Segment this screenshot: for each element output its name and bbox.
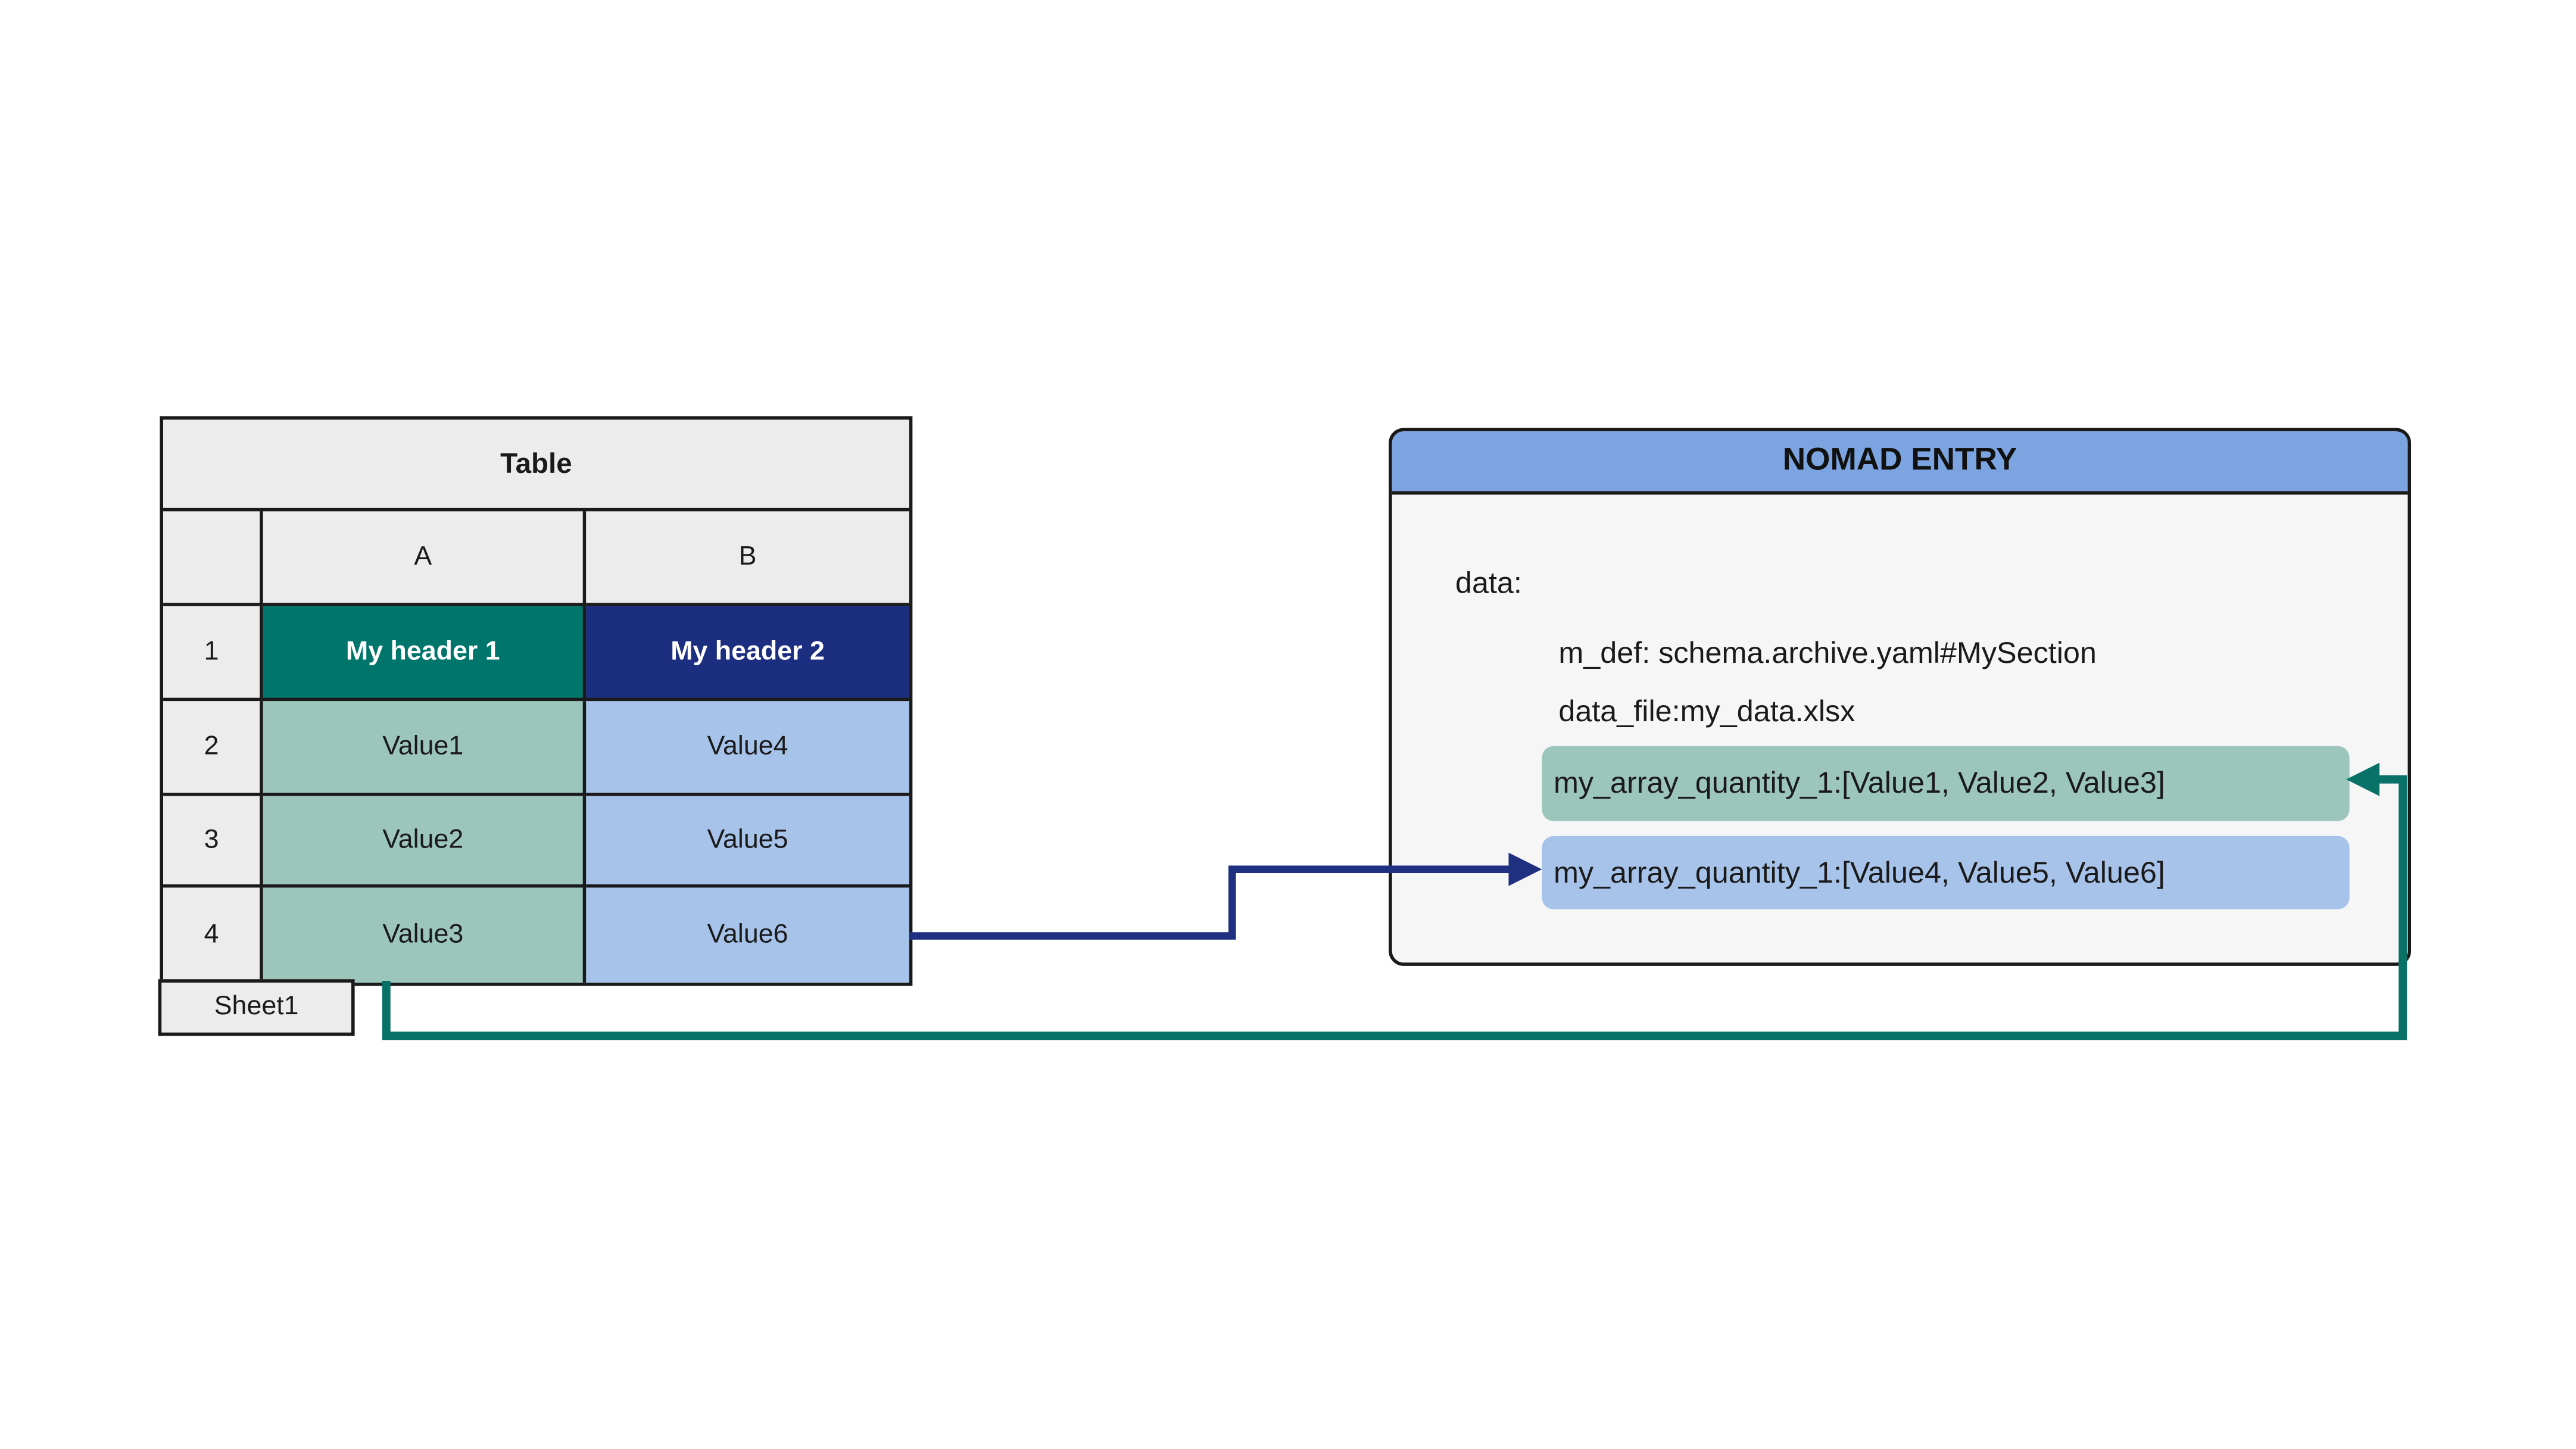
cell-my-header-2: My header 2 <box>586 606 909 702</box>
row-number: 2 <box>163 701 263 796</box>
row-number: 1 <box>163 606 263 702</box>
cell-value5: Value5 <box>586 796 909 888</box>
table-row: 3 Value2 Value5 <box>163 796 909 888</box>
table-title-row: Table <box>163 419 909 512</box>
spreadsheet-table: Table A B 1 My header 1 My header 2 2 Va… <box>160 416 913 986</box>
cell-value2: Value2 <box>263 796 587 888</box>
table-row: 1 My header 1 My header 2 <box>163 606 909 702</box>
sheet-tab: Sheet1 <box>158 979 355 1036</box>
cell-value1: Value1 <box>263 701 587 796</box>
table-title: Table <box>500 447 572 479</box>
column-header-a: A <box>263 511 587 606</box>
row-number: 4 <box>163 887 263 983</box>
table-row: 2 Value1 Value4 <box>163 701 909 796</box>
nomad-entry-header: NOMAD ENTRY <box>1392 431 2408 495</box>
corner-cell <box>163 511 263 606</box>
cell-value3: Value3 <box>263 887 587 983</box>
array-quantity-blue-highlight: my_array_quantity_1:[Value4, Value5, Val… <box>1542 836 2350 909</box>
yaml-line-data-file: data_file:my_data.xlsx <box>1558 694 1855 728</box>
cell-value4: Value4 <box>586 701 909 796</box>
yaml-line-data: data: <box>1455 566 1522 600</box>
column-header-b: B <box>586 511 909 606</box>
yaml-line-m-def: m_def: schema.archive.yaml#MySection <box>1558 636 2097 670</box>
table-row: 4 Value3 Value6 <box>163 887 909 983</box>
cell-value6: Value6 <box>586 887 909 983</box>
nomad-entry-box: NOMAD ENTRY data: m_def: schema.archive.… <box>1389 428 2412 966</box>
cell-my-header-1: My header 1 <box>263 606 587 702</box>
row-number: 3 <box>163 796 263 888</box>
column-header-row: A B <box>163 511 909 606</box>
array-quantity-green-highlight: my_array_quantity_1:[Value1, Value2, Val… <box>1542 746 2350 821</box>
